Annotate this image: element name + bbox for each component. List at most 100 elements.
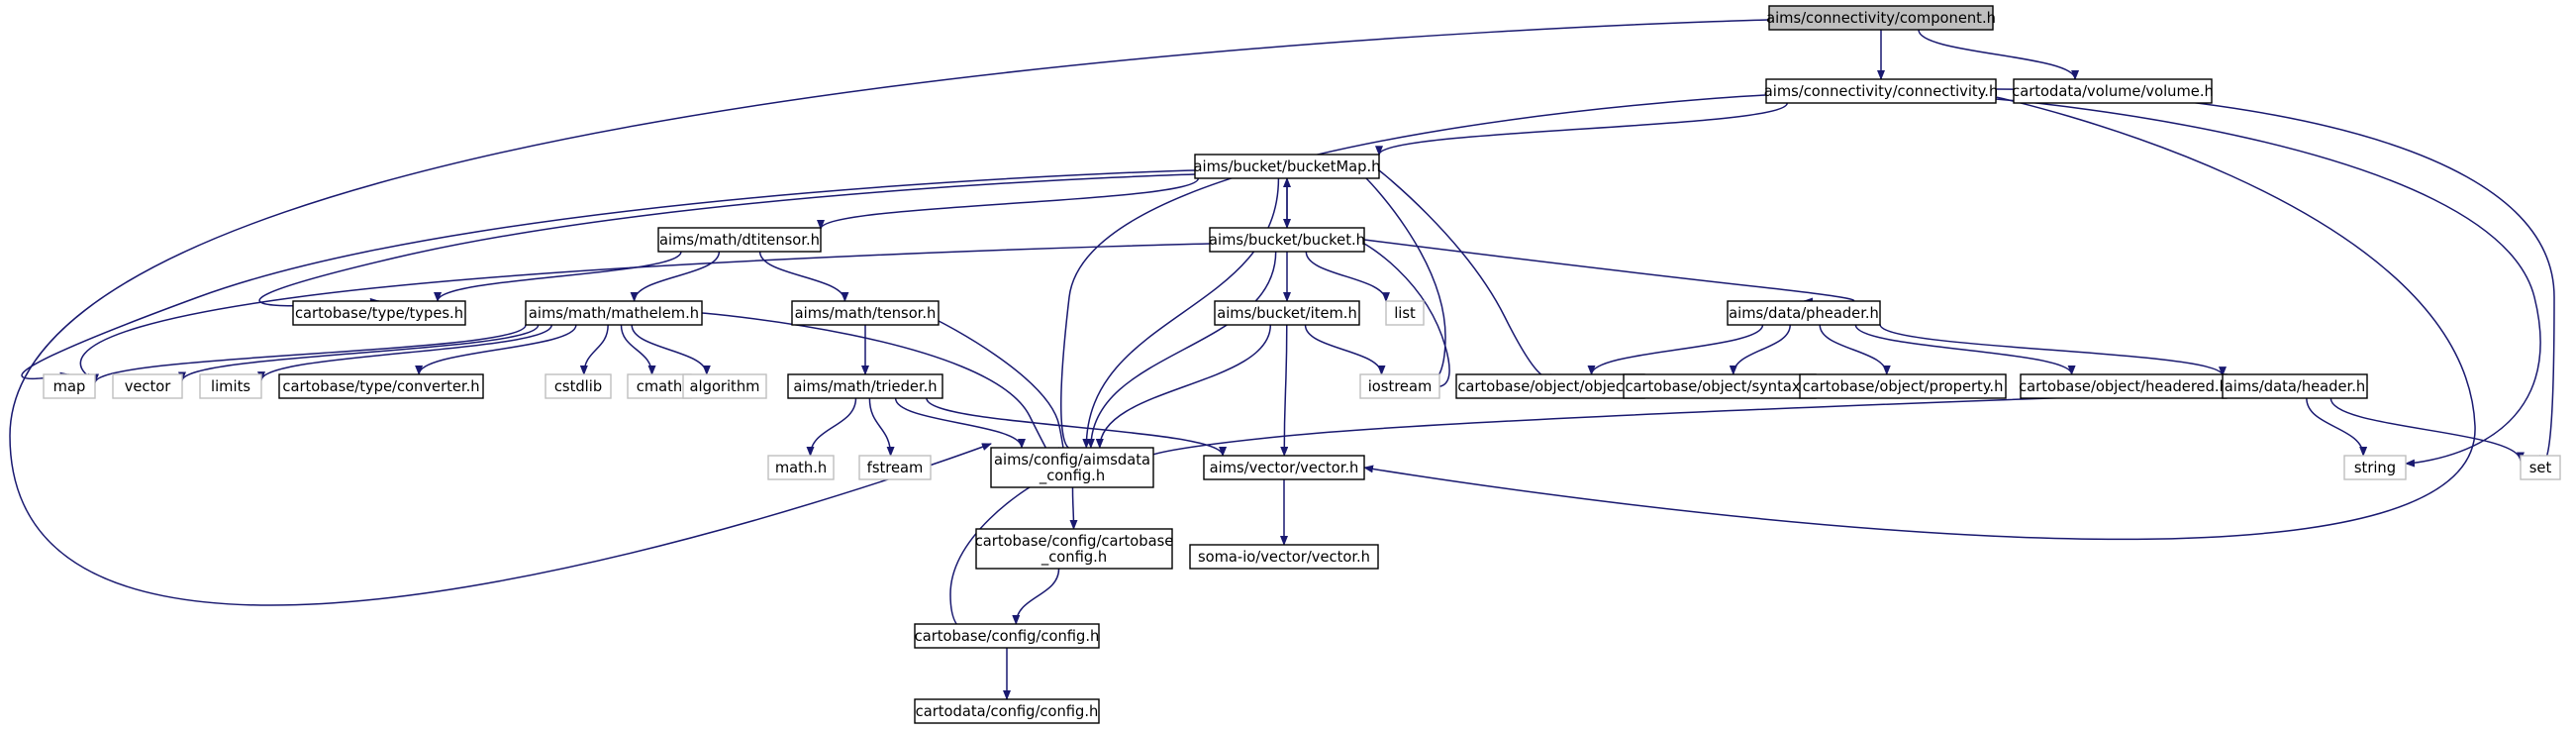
node-box [914, 623, 1100, 649]
node-list: list [1385, 300, 1425, 326]
edge-path [1378, 169, 1552, 384]
edge-mathelem-to-converter [415, 324, 577, 375]
node-box [2020, 373, 2228, 399]
node-label: fstream [867, 460, 924, 476]
node-label: cartobase/type/types.h [295, 305, 463, 322]
edge-trieder-to-aimsvector [926, 397, 1228, 457]
node-algorithm: algorithm [682, 373, 767, 399]
node-object[interactable]: cartobase/object/object.h [1455, 373, 1645, 399]
edge-layer [9, 19, 2555, 700]
node-map: map [43, 373, 96, 399]
edge-path [817, 177, 1200, 231]
node-item[interactable]: aims/bucket/item.h [1214, 300, 1360, 326]
node-syntax[interactable]: cartobase/object/syntax.h [1623, 373, 1817, 399]
edge-bucketMap-to-dtitensor [817, 177, 1200, 231]
edge-path [926, 397, 1228, 457]
node-label: algorithm [690, 378, 760, 395]
edge-bucket-to-aimsdata [1086, 251, 1277, 449]
edge-mathelem-to-vector [178, 324, 540, 382]
node-box [975, 528, 1173, 570]
edge-bucket-to-list [1305, 251, 1390, 303]
node-cbconfig[interactable]: cartobase/config/config.h [914, 623, 1100, 649]
node-box [545, 373, 612, 399]
node-label: cartobase/object/syntax.h [1625, 378, 1814, 395]
node-label: cmath [637, 378, 682, 395]
node-trieder[interactable]: aims/math/trieder.h [787, 373, 943, 399]
edge-dtitensor-to-tensor [758, 251, 849, 302]
node-cdconfig[interactable]: cartodata/config/config.h [914, 698, 1100, 724]
edge-path [1304, 324, 1386, 375]
node-label: string [2354, 460, 2396, 476]
node-property[interactable]: cartobase/object/property.h [1799, 373, 2007, 399]
node-box [2520, 455, 2561, 480]
node-volume[interactable]: cartodata/volume/volume.h [2012, 78, 2214, 104]
edge-connectivity-to-bucketMap [1375, 102, 1789, 157]
node-box [1799, 373, 2007, 399]
edge-bucketMap-to-iostream [1365, 177, 1446, 386]
node-box [1765, 78, 1997, 104]
edge-header-to-set [2329, 397, 2525, 463]
edge-path [1819, 324, 1891, 375]
node-box [1768, 5, 1994, 31]
node-box [112, 373, 183, 399]
node-pheader[interactable]: aims/data/pheader.h [1727, 300, 1881, 326]
edge-path [1879, 324, 2227, 377]
node-aimsvector[interactable]: aims/vector/vector.h [1203, 455, 1365, 480]
edge-path [2329, 397, 2525, 463]
node-types[interactable]: cartobase/type/types.h [292, 300, 466, 326]
node-box [1203, 455, 1365, 480]
node-box [1214, 300, 1360, 326]
node-somavector[interactable]: soma-io/vector/vector.h [1189, 544, 1379, 570]
node-connectivity[interactable]: aims/connectivity/connectivity.h [1764, 78, 1999, 104]
node-limits: limits [199, 373, 262, 399]
node-root[interactable]: aims/connectivity/component.h [1766, 5, 1996, 31]
node-aimsdata[interactable]: aims/config/aimsdata_config.h [990, 447, 1154, 488]
edge-path [2306, 397, 2368, 457]
node-cartobasecfg[interactable]: cartobase/config/cartobase_config.h [975, 528, 1174, 570]
node-bucketMap[interactable]: aims/bucket/bucketMap.h [1194, 154, 1381, 179]
node-box [1359, 373, 1440, 399]
edge-path [257, 324, 552, 382]
node-label: cartobase/type/converter.h [282, 378, 479, 395]
node-label: map [53, 378, 86, 395]
node-label: aims/math/trieder.h [793, 378, 937, 395]
node-label: cartobase/object/headered.h [2019, 378, 2229, 395]
node-headered[interactable]: cartobase/object/headered.h [2019, 373, 2229, 399]
node-cstdlib: cstdlib [545, 373, 612, 399]
node-box [199, 373, 262, 399]
node-string: string [2343, 455, 2407, 480]
node-label: aims/bucket/bucket.h [1209, 232, 1365, 249]
node-label: aims/data/header.h [2225, 378, 2365, 395]
edge-path [1305, 251, 1390, 303]
node-box [43, 373, 96, 399]
node-label: aims/vector/vector.h [1210, 460, 1359, 476]
node-box [278, 373, 484, 399]
edge-path [178, 324, 540, 382]
edge-dtitensor-to-types [434, 251, 682, 302]
edge-trieder-to-mathh [806, 397, 857, 457]
node-dtitensor[interactable]: aims/math/dtitensor.h [657, 227, 822, 253]
node-tensor[interactable]: aims/math/tensor.h [791, 300, 940, 326]
node-box [791, 300, 940, 326]
edge-path [806, 397, 857, 457]
node-box [858, 455, 932, 480]
node-label: aims/bucket/item.h [1217, 305, 1357, 322]
node-box [657, 227, 822, 253]
node-mathelem[interactable]: aims/math/mathelem.h [525, 300, 703, 326]
edge-path [1060, 94, 1767, 457]
node-bucket[interactable]: aims/bucket/bucket.h [1209, 227, 1365, 253]
node-box [525, 300, 703, 326]
node-label: cartobase/object/property.h [1803, 378, 2004, 395]
edge-pheader-to-property [1819, 324, 1891, 375]
node-converter[interactable]: cartobase/type/converter.h [278, 373, 484, 399]
edge-bucket-to-map [79, 243, 1211, 381]
edge-pheader-to-object [1587, 324, 1764, 375]
edge-path [620, 324, 656, 375]
edge-path [938, 320, 1066, 458]
node-box [787, 373, 943, 399]
node-label: cstdlib [554, 378, 602, 395]
node-cmath: cmath [627, 373, 692, 399]
node-box [682, 373, 767, 399]
edge-path [434, 251, 682, 302]
node-header[interactable]: aims/data/header.h [2222, 373, 2368, 399]
